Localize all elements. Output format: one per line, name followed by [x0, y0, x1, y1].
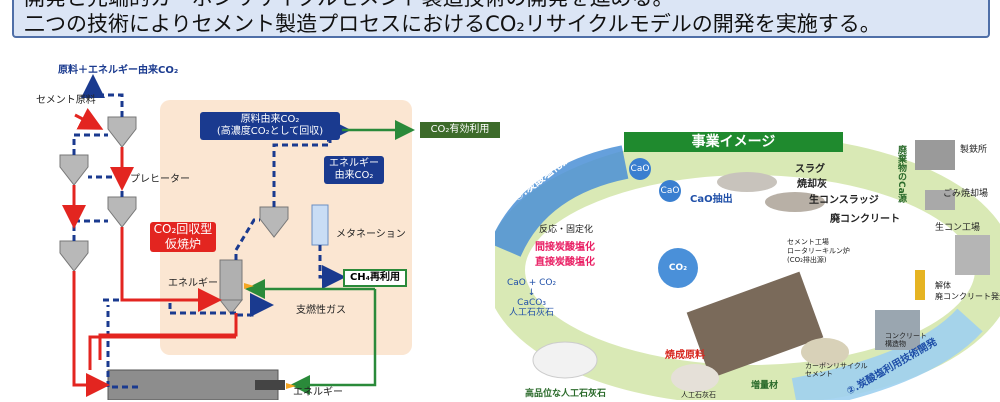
- business-image-diagram: 事業イメージ スラグ 焼却灰 生コンスラッジ 廃コンクリート 廃棄物のCa源 製…: [495, 120, 1000, 400]
- energy-co2-text: エネルギー 由来CO₂: [329, 158, 379, 181]
- raw-co2-text: 原料由来CO₂ (高濃度CO₂として回収): [216, 114, 324, 137]
- cycle-band: [495, 135, 1000, 400]
- cao-bubble-1: CaO: [629, 158, 651, 180]
- carbon-cement-label: カーボンリサイクル セメント: [805, 362, 868, 378]
- methanation-label: メタネーション: [336, 229, 406, 240]
- cao-extract-label: CaO抽出: [690, 194, 733, 205]
- energy-label-1: エネルギー: [168, 278, 218, 289]
- slag-label: スラグ: [795, 164, 825, 175]
- reaction-fix-label: 反応・固定化: [539, 225, 594, 235]
- raw-sludge-label: 生コンスラッジ: [809, 195, 879, 206]
- artificial-limestone-label: 人工石灰石: [681, 391, 716, 399]
- header-line-2: 二つの技術によりセメント製造プロセスにおけるCO₂リサイクルモデルの開発を実施す…: [24, 12, 881, 36]
- cement-plant-label: セメント工場 ロータリーキルン炉 (CO₂排出源): [787, 238, 850, 265]
- co2-bubble: [658, 248, 698, 288]
- raw-co2-box: 原料由来CO₂ (高濃度CO₂として回収): [200, 112, 340, 140]
- carbon-cement-text: カーボンリサイクル セメント: [805, 362, 868, 378]
- indirect-carbonation-label: 間接炭酸塩化: [535, 242, 595, 253]
- incinerator-label: ごみ焼却場: [943, 189, 989, 199]
- combustion-gas-label: 支燃性ガス: [296, 305, 346, 316]
- fired-raw-label: 焼成原料: [665, 350, 705, 361]
- business-image-graphics: [495, 135, 1000, 400]
- co2-bubble-label: CO₂: [668, 263, 688, 273]
- energy-co2-box: エネルギー 由来CO₂: [324, 156, 384, 184]
- calciner-box: CO₂回収型 仮焼炉: [150, 222, 216, 252]
- top-output-label: 原料＋エネルギー由来CO₂: [58, 65, 179, 76]
- co2-use-box: CO₂有効利用: [420, 122, 500, 138]
- steel-plant-label: 製鉄所: [960, 145, 988, 155]
- ch4-reuse-box: CH₄再利用: [343, 269, 407, 287]
- reaction-equation: CaO + CO₂ ↓ CaCO₃ 人工石灰石: [507, 278, 556, 318]
- preheater-label: プレヒーター: [130, 174, 190, 185]
- kiln-photo: [686, 271, 824, 379]
- cement-plant-text: セメント工場 ロータリーキルン炉 (CO₂排出源): [787, 238, 850, 264]
- direct-carbonation-label: 直接炭酸塩化: [535, 257, 595, 268]
- process-flow-diagram: 原料＋エネルギー由来CO₂ セメント原料 プレヒーター 原料由来CO₂ (高濃度…: [0, 55, 520, 400]
- energy-label-2: エネルギー: [293, 387, 343, 398]
- preheater-cyclones: [59, 116, 289, 272]
- methanation-reactor: [311, 204, 329, 246]
- incineration-ash-label: 焼却灰: [797, 179, 827, 190]
- dismantling-label: 解体 廃コンクリート発生: [935, 280, 1000, 302]
- calciner-vessel: [219, 259, 243, 301]
- concrete-struct-label: コンクリート 構造物: [885, 332, 927, 348]
- waste-ca-source-label: 廃棄物のCa源: [896, 145, 906, 203]
- process-flow-graphics: [59, 74, 415, 400]
- header-line-1: 開発と先端的カーボンリサイクルセメント製造技術の開発を進める。: [24, 0, 674, 12]
- waste-concrete-label: 廃コンクリート: [830, 214, 900, 225]
- header-banner: 開発と先端的カーボンリサイクルセメント製造技術の開発を進める。 二つの技術により…: [12, 0, 990, 38]
- rotary-kiln: [107, 369, 279, 400]
- limestone-pile: [532, 341, 598, 379]
- concrete-struct-text: コンクリート 構造物: [885, 332, 927, 348]
- cement-raw-label: セメント原料: [36, 95, 96, 106]
- reaction-equation-text: CaO + CO₂ ↓ CaCO₃ 人工石灰石: [507, 278, 557, 318]
- business-title: 事業イメージ: [624, 132, 843, 152]
- quality-limestone-label: 高品位な人工石灰石: [525, 389, 607, 399]
- cao-bubble-2: CaO: [659, 180, 681, 202]
- ready-mix-plant-label: 生コン工場: [935, 223, 981, 233]
- extender-label: 増量材: [751, 381, 779, 391]
- dismantling-text: 解体 廃コンクリート発生: [935, 281, 1000, 301]
- calciner-text: CO₂回収型 仮焼炉: [153, 222, 213, 251]
